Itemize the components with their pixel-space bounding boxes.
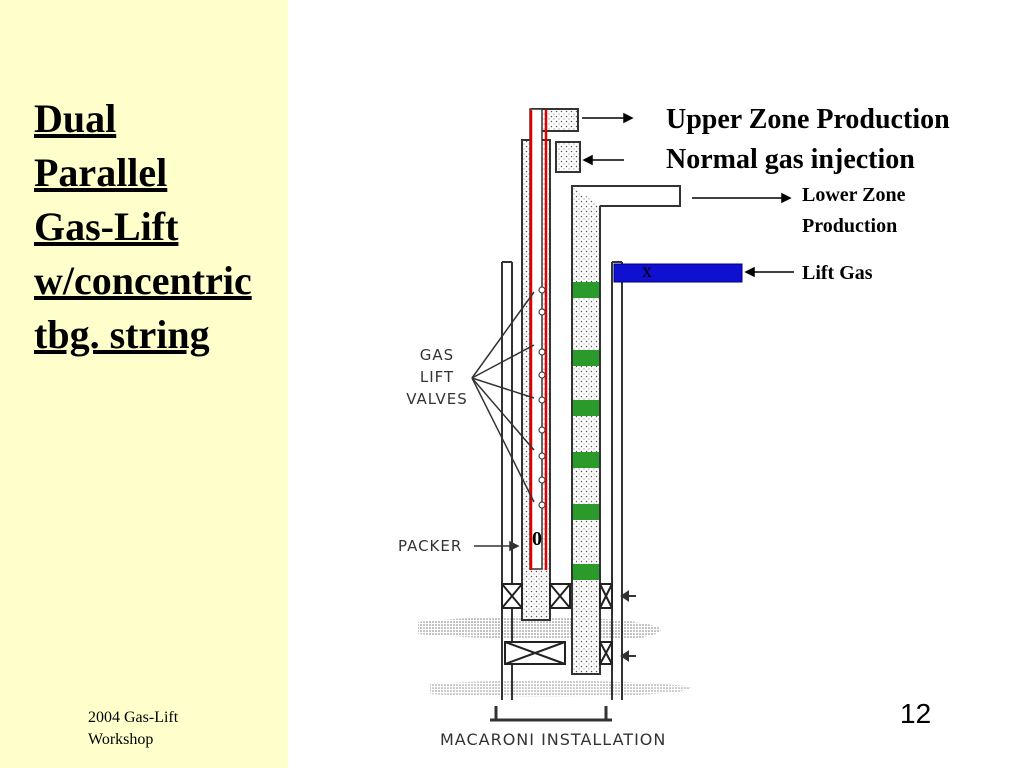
formation-zone-lower	[430, 680, 691, 697]
packer-upper	[501, 583, 613, 609]
gas-lift-valve	[538, 348, 546, 356]
page-number: 12	[900, 698, 932, 729]
green-marker	[573, 452, 599, 468]
green-marker	[573, 564, 599, 580]
title-line: tbg. string	[34, 312, 210, 357]
green-marker	[573, 282, 599, 298]
lift-gas-label: Lift Gas	[802, 262, 873, 284]
lower-zone-outlet	[572, 185, 681, 207]
left-panel	[0, 0, 288, 768]
green-marker	[573, 350, 599, 366]
valve-leader-lines	[471, 291, 535, 503]
footer-text: 2004 Gas-Lift Workshop	[88, 707, 178, 751]
gas-lift-valve	[538, 501, 546, 509]
valves-label-line: VALVES	[406, 390, 468, 408]
label-arrows	[582, 112, 794, 278]
valves-label: GAS LIFT VALVES	[402, 344, 472, 410]
green-markers	[573, 282, 599, 580]
valves-label-line: GAS	[419, 346, 455, 364]
packer-label: PACKER	[398, 537, 463, 555]
casing	[501, 261, 623, 700]
title-line: Parallel	[34, 150, 168, 195]
lower-zone-line: Production	[802, 215, 898, 237]
long-string	[571, 185, 601, 675]
green-marker	[573, 504, 599, 520]
slide-title: Dual Parallel Gas-Lift w/concentric tbg.…	[34, 92, 252, 362]
gas-lift-valve	[538, 371, 546, 379]
green-marker	[573, 400, 599, 416]
lower-zone-label: Lower Zone Production	[802, 180, 906, 242]
gas-lift-valve	[538, 286, 546, 294]
title-line: Dual	[34, 96, 117, 141]
footer-line: 2004 Gas-Lift	[88, 709, 179, 726]
valves-label-line: LIFT	[419, 368, 455, 386]
lift-gas-bar	[613, 263, 743, 283]
title-line: Gas-Lift	[34, 204, 179, 249]
normal-injection-label: Normal gas injection	[666, 144, 915, 175]
red-tubing	[529, 110, 548, 570]
footer-line: Workshop	[88, 731, 154, 748]
valve-marker: x	[642, 260, 652, 282]
installation-caption: MACARONI INSTALLATION	[440, 730, 667, 749]
gas-lift-valve	[538, 308, 546, 316]
gas-lift-valve-set	[538, 286, 546, 509]
perforation-arrows	[620, 590, 636, 662]
title-line: w/concentric	[34, 258, 252, 303]
lower-zone-line: Lower Zone	[802, 184, 906, 206]
gas-lift-valve	[538, 476, 546, 484]
packer-lower	[504, 641, 613, 665]
gas-lift-valve	[538, 452, 546, 460]
gas-lift-valve	[538, 396, 546, 404]
upper-zone-label: Upper Zone Production	[666, 104, 950, 135]
packer-arrow	[474, 540, 520, 552]
orifice-marker: 0	[532, 528, 542, 550]
injection-inlet	[555, 141, 581, 173]
gas-lift-valve	[538, 426, 546, 434]
well-base	[490, 706, 612, 722]
